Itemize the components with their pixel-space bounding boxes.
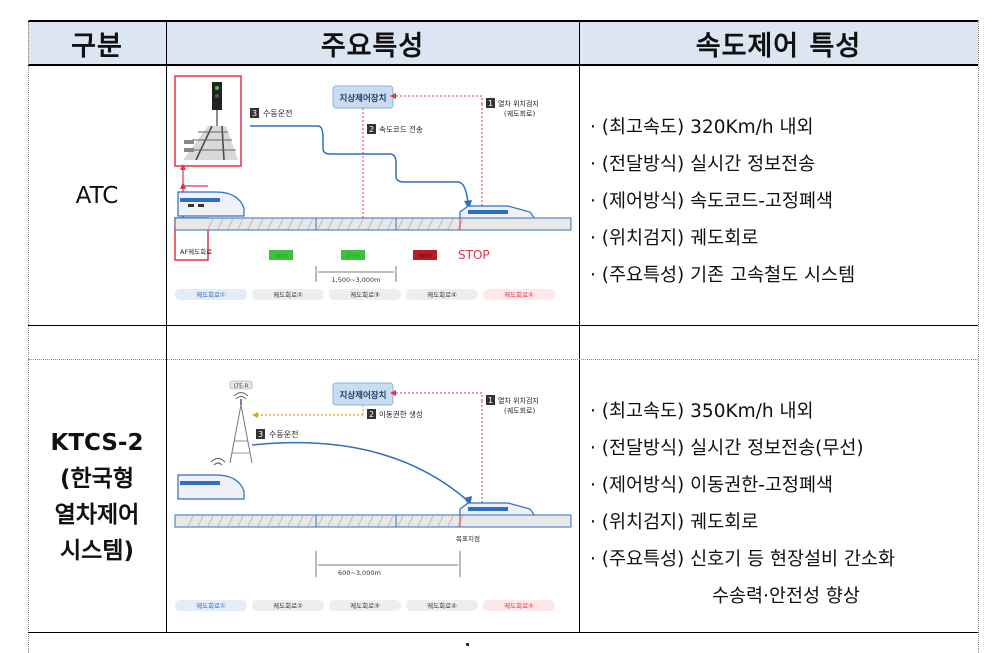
atc-spec-detection: · (위치검지) 궤도회로 [590, 228, 759, 249]
header-category: 구분 [71, 30, 123, 62]
ktcs-spec-detection: · (위치검지) 궤도회로 [590, 512, 759, 533]
rail-bed [174, 217, 572, 231]
col-divider-2 [579, 22, 580, 632]
svg-text:(궤도회로): (궤도회로) [504, 110, 535, 118]
svg-text:270: 270 [347, 252, 359, 260]
code-box-c [413, 250, 437, 260]
ktcs-spec-control: · (제어방식) 이동권한-고정폐색 [590, 475, 833, 496]
header-features: 주요특성 [320, 30, 425, 62]
atc-spec-transmission: · (전달방식) 실시간 정보전송 [590, 154, 816, 175]
svg-text:000: 000 [419, 252, 431, 260]
svg-text:궤도회로⑤: 궤도회로⑤ [504, 602, 534, 610]
svg-text:300: 300 [275, 252, 287, 260]
target-point-label: 목표지점 [456, 534, 480, 543]
svg-text:(궤도회로): (궤도회로) [504, 407, 535, 415]
svg-text:지상제어장치: 지상제어장치 [340, 93, 387, 104]
svg-text:지상제어장치: 지상제어장치 [340, 390, 387, 401]
rail-bed [174, 514, 572, 528]
svg-text:1: 1 [488, 396, 493, 405]
train-left [177, 191, 245, 217]
code-box-b [341, 250, 365, 260]
ktcs-label: KTCS-2 (한국형 열차제어 시스템) [28, 425, 166, 569]
train-left [177, 474, 245, 500]
atc-step3-text: 수동운전 [263, 108, 292, 118]
step1-badge [486, 98, 495, 108]
svg-text:1: 1 [488, 99, 493, 108]
atc-spec-control: · (제어방식) 속도코드-고정폐색 [590, 191, 833, 212]
svg-text:궤도회로①: 궤도회로① [196, 291, 226, 299]
ktcs-diagram: LTE-R 지상제어장치 1 열차 위치검지 (궤도회로) 2 [168, 365, 578, 627]
atc-spec-max-speed: · (최고속도) 320Km/h 내외 [590, 117, 814, 138]
lte-label: LTE-R [234, 384, 249, 390]
atc-spec-feature: · (주요특성) 기존 고속철도 시스템 [590, 265, 856, 286]
svg-text:1,500~3,000m: 1,500~3,000m [332, 276, 381, 284]
right-border [978, 20, 979, 653]
ktcs-spec-list: · (최고속도) 350Km/h 내외 · (전달방식) 실시간 정보전송(무선… [590, 393, 895, 615]
svg-text:이동권한 생성: 이동권한 생성 [379, 409, 423, 419]
page-mark [466, 643, 469, 646]
stop-label: STOP [458, 248, 490, 262]
svg-text:속도코드 전송: 속도코드 전송 [379, 124, 423, 134]
svg-text:수동운전: 수동운전 [269, 429, 298, 439]
svg-text:궤도회로①: 궤도회로① [196, 602, 226, 610]
svg-text:궤도회로③: 궤도회로③ [350, 291, 380, 299]
row-divider [28, 325, 978, 326]
atc-label: ATC [75, 183, 119, 209]
speed-curve [250, 125, 469, 205]
svg-text:3: 3 [252, 109, 257, 118]
table-header: 구분 주요특성 속도제어 특성 [28, 20, 978, 66]
svg-text:궤도회로⑤: 궤도회로⑤ [504, 291, 534, 299]
svg-text:600~3,000m: 600~3,000m [338, 569, 381, 577]
svg-text:2: 2 [369, 410, 374, 419]
svg-text:2: 2 [369, 125, 374, 134]
svg-text:궤도회로②: 궤도회로② [273, 291, 303, 299]
svg-text:궤도회로④: 궤도회로④ [427, 602, 457, 610]
spacer-line-top [28, 359, 978, 360]
header-speed-control: 속도제어 특성 [695, 30, 862, 62]
speed-curve [251, 441, 469, 502]
code-box-a [269, 250, 293, 260]
atc-diagram: 3 수동운전 지상제어장치 1 열차 위치검지 (궤도회로) 2 속도코드 전송 [168, 68, 578, 320]
row-divider-bottom [28, 632, 978, 633]
svg-text:궤도회로④: 궤도회로④ [427, 291, 457, 299]
ktcs-label-line-1: KTCS-2 [50, 430, 144, 456]
ktcs-label-line-2: (한국형 [60, 466, 134, 492]
left-border [28, 20, 29, 653]
lte-tower-icon [229, 404, 242, 464]
ktcs-spec-transmission: · (전달방식) 실시간 정보전송(무선) [590, 438, 864, 459]
atc-spec-list: · (최고속도) 320Km/h 내외 · (전달방식) 실시간 정보전송 · … [590, 109, 855, 294]
step3-badge [250, 108, 259, 118]
svg-text:궤도회로②: 궤도회로② [273, 602, 303, 610]
col-divider-1 [166, 22, 167, 632]
ktcs-label-line-4: 시스템) [60, 538, 134, 564]
svg-text:열차 위치검지: 열차 위치검지 [498, 396, 539, 405]
svg-text:궤도회로③: 궤도회로③ [350, 602, 380, 610]
ktcs-label-line-3: 열차제어 [54, 502, 140, 528]
step2-badge [367, 124, 376, 134]
ktcs-spec-feature: · (주요특성) 신호기 등 현장설비 간소화 [590, 549, 896, 570]
svg-text:AF궤도회로: AF궤도회로 [180, 248, 212, 256]
ktcs-spec-feature-cont: 수송력·안전성 향상 [712, 586, 860, 607]
svg-text:3: 3 [258, 430, 263, 439]
ktcs-spec-max-speed: · (최고속도) 350Km/h 내외 [590, 401, 814, 422]
svg-text:열차 위치검지: 열차 위치검지 [498, 99, 539, 108]
